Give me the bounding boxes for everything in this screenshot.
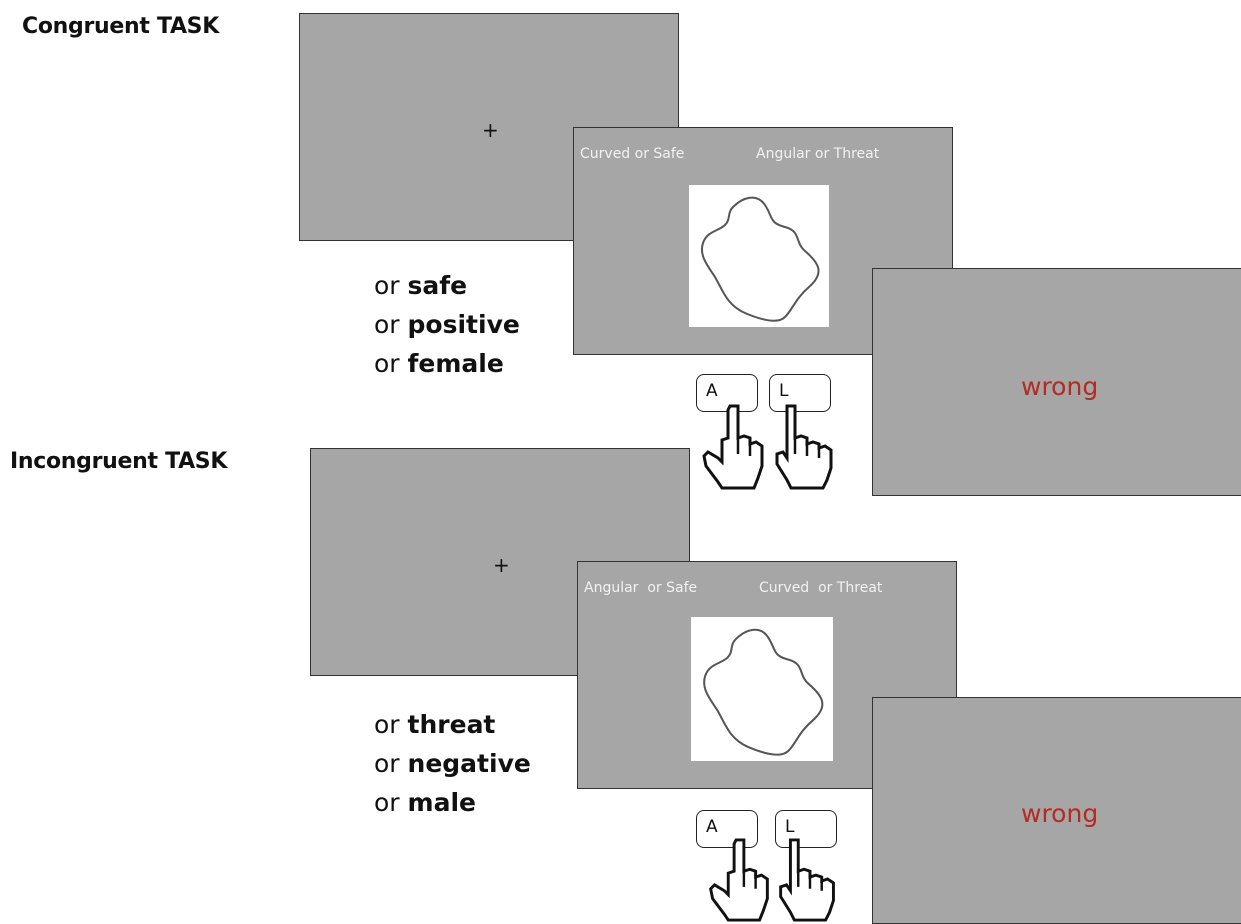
feedback-text: wrong [1021, 372, 1099, 401]
stimulus-image [689, 185, 829, 327]
word-item: or safe [374, 271, 468, 300]
incongruent-task-title: Incongruent TASK [10, 449, 228, 474]
word-item: or positive [374, 310, 520, 339]
left-category-label: Curved or Safe [580, 146, 685, 162]
fixation-cross: + [493, 553, 510, 577]
stimulus-image [691, 617, 833, 761]
fixation-cross: + [482, 118, 499, 142]
key-a: A [696, 374, 758, 412]
word-item: or threat [374, 710, 496, 739]
curved-shape-icon [703, 628, 824, 756]
word-item: or negative [374, 749, 531, 778]
word-item: or male [374, 788, 476, 817]
key-l: L [775, 810, 837, 848]
incongruent-feedback-screen: wrong [872, 697, 1241, 924]
curved-shape-icon [701, 196, 820, 322]
feedback-text: wrong [1021, 799, 1099, 828]
congruent-word-list: or safe or positive or female [374, 266, 520, 383]
key-l: L [769, 374, 831, 412]
pointing-hand-icon [702, 404, 764, 490]
incongruent-word-list: or threat or negative or male [374, 705, 531, 822]
right-category-label: Curved or Threat [759, 580, 883, 596]
pointing-hand-icon [709, 838, 769, 922]
key-a: A [696, 810, 758, 848]
pointing-hand-icon [775, 404, 833, 490]
incongruent-stimulus-screen: Angular or Safe Curved or Threat [577, 561, 957, 789]
pointing-hand-icon [779, 838, 835, 922]
word-item: or female [374, 349, 504, 378]
congruent-task-title: Congruent TASK [22, 14, 219, 39]
right-category-label: Angular or Threat [756, 146, 880, 162]
congruent-feedback-screen: wrong [872, 268, 1241, 496]
left-category-label: Angular or Safe [584, 580, 698, 596]
